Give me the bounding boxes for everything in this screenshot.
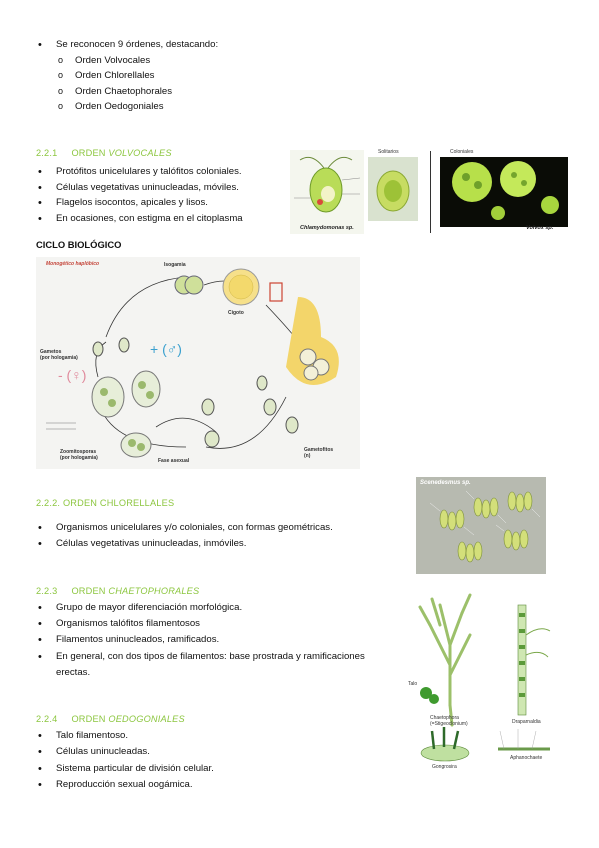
label-colonial: Coloniales bbox=[450, 149, 474, 155]
order-chlorellales: Orden Chlorellales bbox=[58, 69, 155, 82]
chaetophorales-bullet-1: Grupo de mayor diferenciación morfológic… bbox=[38, 602, 242, 614]
scenedesmus-photo: Scenedesmus sp. bbox=[416, 477, 546, 574]
intro-text: Se reconocen 9 órdenes, destacando: bbox=[38, 39, 218, 51]
label-isogamia: Isogamia bbox=[164, 262, 186, 268]
chaetophorales-bullet-3: Filamentos uninucleados, ramificados. bbox=[38, 634, 219, 646]
solitary-photo bbox=[368, 157, 418, 221]
label-talo: Talo bbox=[408, 681, 418, 687]
oedogoniales-bullet-4: Reproducción sexual oogámica. bbox=[38, 779, 192, 791]
label-gongrosira: Gongrosira bbox=[432, 764, 457, 770]
cycle-figure-title: Monogético haplóbico bbox=[46, 261, 100, 267]
chaetophorales-drawing bbox=[418, 593, 551, 762]
solitary-cell-photo bbox=[376, 170, 410, 212]
volvocales-bullet-3: Flagelos isocontos, apicales y lisos. bbox=[38, 197, 208, 209]
label-fase-asexual: Fase asexual bbox=[158, 458, 190, 464]
chlamydomonas-cell-drawing bbox=[294, 156, 361, 213]
label-solitary: Solitarios bbox=[378, 149, 399, 155]
colonial-photo bbox=[440, 157, 568, 227]
label-cigoto: Cigoto bbox=[228, 310, 244, 316]
label-aphanochaete: Aphanochaete bbox=[510, 755, 543, 761]
heading-chlorellales: 2.2.2. ORDEN CHLORELLALES bbox=[36, 498, 175, 508]
order-oedogoniales: Orden Oedogoniales bbox=[58, 100, 163, 113]
caption-scenedesmus: Scenedesmus sp. bbox=[420, 480, 471, 486]
label-female: - (♀) bbox=[58, 367, 87, 383]
life-cycle-figure: Monogético haplóbico Isogamia Cigoto Gam… bbox=[36, 257, 360, 469]
label-zoomitosporas: Zoomitosporas (por hologamia) bbox=[60, 449, 98, 461]
label-chaetophora: Chaetophora (=Stigeoclonium) bbox=[430, 715, 468, 727]
label-gametos: Gametos (por hologamia) bbox=[40, 349, 78, 361]
volvocales-bullet-4: En ocasiones, con estigma en el citoplas… bbox=[38, 213, 243, 225]
oedogoniales-bullet-3: Sistema particular de división celular. bbox=[38, 763, 214, 775]
chlorellales-bullet-1: Organismos unicelulares y/o coloniales, … bbox=[38, 522, 333, 534]
scenedesmus-drawing bbox=[429, 490, 541, 563]
caption-chlamydomonas: Chlamydomonas sp. bbox=[300, 225, 354, 231]
chlamydomonas-diagram bbox=[290, 150, 364, 234]
life-cycle-drawing bbox=[46, 268, 339, 458]
oedogoniales-bullet-2: Células uninucleadas. bbox=[38, 746, 150, 758]
volvocales-bullet-2: Células vegetativas uninucleadas, móvile… bbox=[38, 182, 239, 194]
label-draparnaldia: Draparnaldia bbox=[512, 719, 541, 725]
cycle-title: CICLO BIOLÓGICO bbox=[36, 239, 122, 250]
volvocales-bullet-1: Protófitos unicelulares y talófitos colo… bbox=[38, 166, 242, 178]
chaetophorales-bullet-4: En general, con dos tipos de filamentos:… bbox=[38, 651, 365, 663]
label-male: + (♂) bbox=[150, 341, 182, 357]
caption-volvox: Volvox sp. bbox=[526, 225, 554, 231]
figure-divider bbox=[430, 151, 431, 233]
order-volvocales: Orden Volvocales bbox=[58, 54, 150, 67]
volvocales-figure: Solitarios Coloniales Chlamydomonas sp. … bbox=[290, 147, 570, 237]
label-gametofitos: Gametofitos (n) bbox=[304, 447, 334, 459]
chaetophorales-bullet-2: Organismos talófitos filamentosos bbox=[38, 618, 200, 630]
volvox-colonies-photo bbox=[452, 161, 559, 220]
chlorellales-bullet-2: Células vegetativas uninucleadas, inmóvi… bbox=[38, 538, 246, 550]
oedogoniales-bullet-1: Talo filamentoso. bbox=[38, 730, 128, 742]
chaetophorales-figure: Talo Chaetophora (=Stigeoclonium) Drapar… bbox=[390, 585, 560, 775]
order-chaetophorales: Orden Chaetophorales bbox=[58, 85, 172, 98]
chaetophorales-bullet-4-cont: erectas. bbox=[56, 667, 91, 678]
